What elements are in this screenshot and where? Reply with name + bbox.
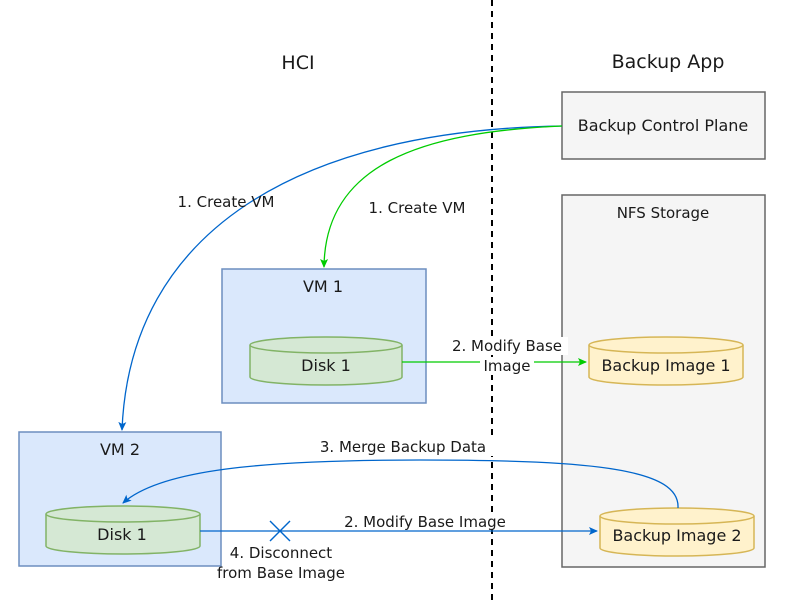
create-vm1-label: 1. Create VM — [369, 199, 466, 217]
disconnect-label-line2: from Base Image — [217, 564, 345, 582]
modify-base-1-label2-bg — [480, 357, 534, 375]
vm1-disk-cylinder — [249, 336, 403, 386]
create-vm1-label-bg — [364, 198, 470, 218]
backup-image-1-cylinder — [588, 336, 744, 386]
disconnect-label-line1: 4. Disconnect — [230, 544, 333, 562]
vm1-label: VM 1 — [303, 277, 343, 296]
merge-backup-label-bg — [313, 438, 493, 456]
create-vm2-arrow — [118, 125, 563, 431]
vm2-disk-label: Disk 1 — [97, 525, 147, 544]
disconnect-x-mark — [269, 520, 291, 542]
backup-image-1-label: Backup Image 1 — [601, 356, 730, 375]
vm2-label: VM 2 — [100, 440, 140, 459]
backup-app-title: Backup App — [612, 51, 725, 73]
control-plane-box — [561, 91, 766, 160]
vm2-disk-cylinder — [45, 505, 201, 555]
control-plane-label: Backup Control Plane — [578, 116, 749, 135]
backup-image-2-cylinder — [599, 507, 755, 557]
modify-base-1-label-line1: 2. Modify Base — [452, 337, 562, 355]
modify-base-1-label-bg — [446, 337, 568, 355]
vm1-disk-label: Disk 1 — [301, 356, 351, 375]
create-vm2-label: 1. Create VM — [178, 193, 275, 211]
create-vm1-arrow — [320, 125, 563, 268]
backup-image-2-label: Backup Image 2 — [612, 526, 741, 545]
merge-backup-arrow — [122, 459, 679, 509]
hci-title: HCI — [281, 52, 314, 74]
modify-base-1-label-line2: Image — [484, 357, 531, 375]
merge-backup-label: 3. Merge Backup Data — [320, 438, 486, 456]
nfs-storage-label: NFS Storage — [617, 204, 710, 222]
modify-base-2-label: 2. Modify Base Image — [344, 513, 506, 531]
modify-base-2-label-bg — [338, 513, 514, 529]
